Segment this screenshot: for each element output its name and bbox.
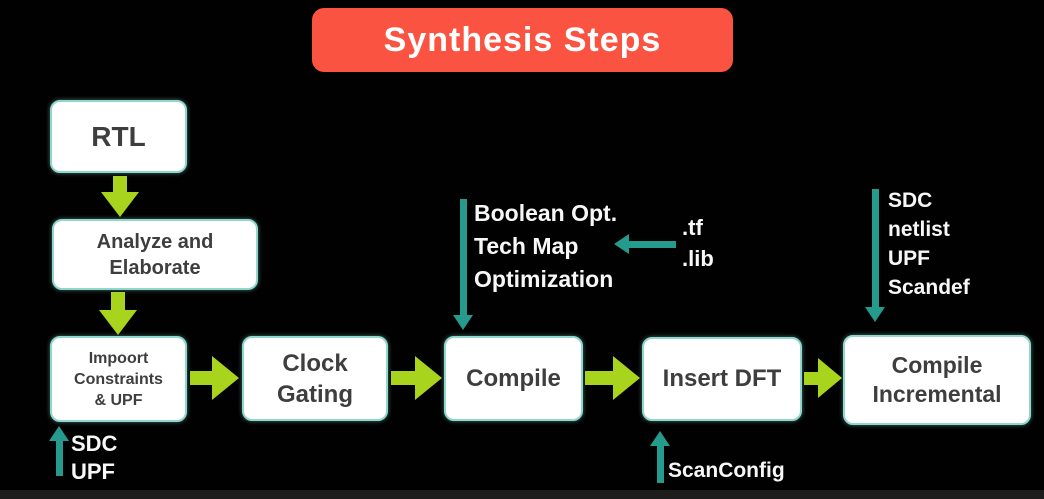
step-label-line: Elaborate [109,256,201,279]
diagram-title: Synthesis Steps [383,20,662,59]
step-box-rtl: RTL [50,100,187,173]
input-arrow-up-icon [650,431,670,483]
annotation-line: Boolean Opt. [474,200,618,226]
annotation-line: netlist [888,218,950,241]
arrow-shaft [656,446,664,483]
flow-arrow-right-icon [391,356,442,400]
arrow-shaft [190,371,212,385]
arrow-shaft [585,371,613,385]
input-arrow-left-icon [614,234,676,254]
step-label-line: Constraints [74,370,163,388]
annotation-line: UPF [888,247,930,270]
arrow-head [212,356,239,400]
arrow-head [865,307,885,322]
arrow-head [614,234,629,254]
input-arrow-down-icon [865,189,885,322]
step-box-compile: Compile [444,336,583,421]
annotation-compile-inputs: Boolean Opt. Tech Map Optimization [474,197,617,296]
annotation-line: .lib [682,246,714,271]
arrow-shaft [804,371,818,385]
step-box-analyze-elaborate: Analyze and Elaborate [52,219,258,290]
annotation-tech-files: .tf .lib [682,212,714,274]
arrow-head [613,356,640,400]
step-label-line: Incremental [872,381,1002,407]
step-label: Insert DFT [662,365,782,392]
step-label: RTL [91,120,146,152]
arrow-shaft [55,441,63,476]
diagram-title-banner: Synthesis Steps [312,8,733,72]
annotation-line: UPF [71,459,115,484]
annotation-line: .tf [682,215,703,240]
annotation-line: Scandef [888,276,970,299]
step-box-compile-incremental: Compile Incremental [843,335,1031,425]
step-label-line: Gating [277,380,353,408]
flow-arrow-right-icon [190,356,239,400]
step-box-import-constraints: Impoort Constraints & UPF [50,336,187,422]
annotation-scanconfig: ScanConfig [668,459,785,483]
annotation-line: SDC [888,189,933,212]
flow-arrow-right-icon [804,358,842,398]
arrow-head [99,310,137,335]
step-label-line: Impoort [88,349,149,367]
annotation-line: ScanConfig [668,459,785,482]
annotation-line: SDC [71,431,118,456]
flow-arrow-down-icon [101,176,139,217]
input-arrow-up-icon [49,426,69,476]
arrow-shaft [111,292,125,310]
annotation-line: Tech Map [474,233,579,259]
arrow-shaft [459,199,467,315]
arrow-head [818,358,842,398]
arrow-head [101,192,139,217]
step-box-clock-gating: Clock Gating [242,336,388,421]
annotation-line: Optimization [474,266,614,292]
arrow-shaft [871,189,879,307]
step-label-line: Analyze and [96,230,214,253]
arrow-shaft [629,240,676,248]
flow-arrow-down-icon [99,292,137,335]
bottom-strip [0,490,1044,499]
step-label-line: & UPF [94,391,143,409]
step-label-line: Compile [891,352,983,378]
annotation-incremental-inputs: SDC netlist UPF Scandef [888,186,970,302]
arrow-head [49,426,69,441]
flow-arrow-right-icon [585,356,640,400]
arrow-head [650,431,670,446]
step-box-insert-dft: Insert DFT [642,337,802,421]
arrow-shaft [391,371,415,385]
input-arrow-down-icon [453,199,473,330]
annotation-import-inputs: SDC UPF [71,430,117,486]
step-label: Compile [466,364,561,392]
step-label-line: Clock [282,349,348,377]
arrow-head [415,356,442,400]
arrow-shaft [113,176,127,192]
arrow-head [453,315,473,330]
